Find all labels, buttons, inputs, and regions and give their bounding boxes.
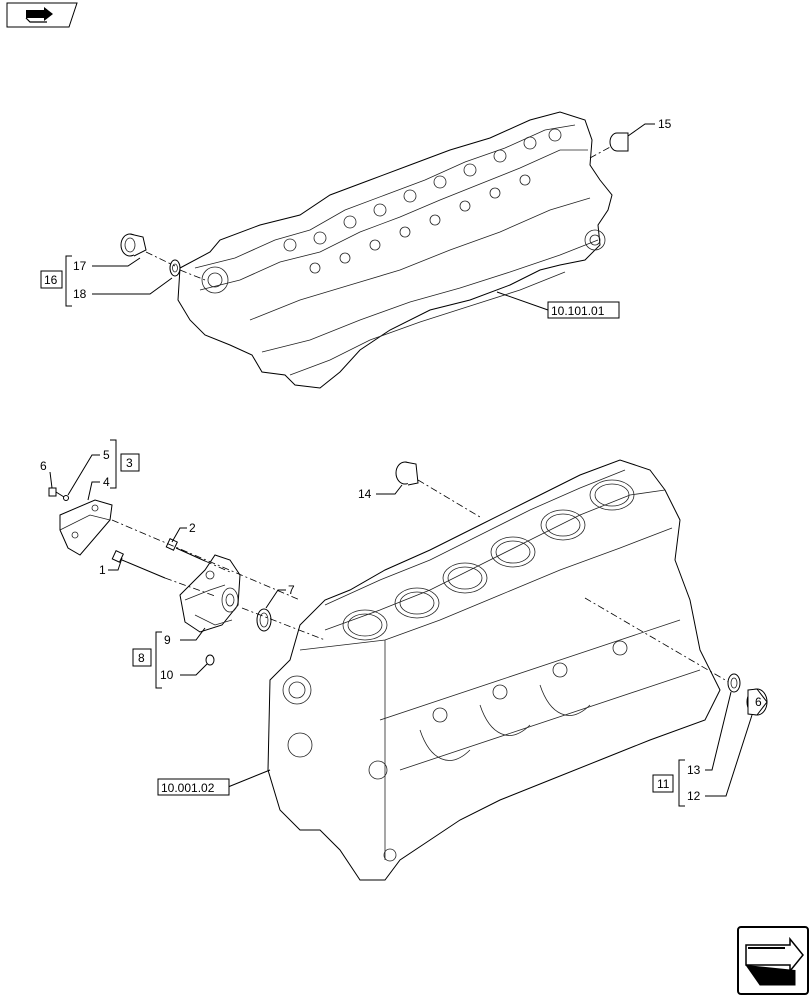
- callout-9: 9: [164, 633, 171, 647]
- cylinder-head-drawing: [177, 111, 613, 389]
- plug-14: [395, 461, 419, 486]
- bolt-6: [48, 487, 65, 498]
- group-box-11: [652, 774, 674, 793]
- group-3[interactable]: 3: [126, 456, 133, 470]
- callout-14: 14: [358, 487, 372, 501]
- group-16[interactable]: 16: [44, 273, 58, 287]
- callout-6: 6: [40, 459, 47, 473]
- callout-7: 7: [288, 583, 295, 597]
- bolt-1: [111, 550, 166, 579]
- callout-12: 12: [687, 789, 701, 803]
- washer-13: [727, 673, 741, 693]
- callout-15: 15: [658, 117, 672, 131]
- callout-5: 5: [103, 448, 110, 462]
- sensor-assembly-9: [179, 554, 241, 633]
- callout-4: 4: [103, 475, 110, 489]
- washer-5: [63, 495, 69, 501]
- bolt-2: [165, 538, 206, 562]
- engine-block-drawing: [267, 459, 721, 881]
- group-box-3: [120, 453, 140, 472]
- o-ring-7: [256, 608, 272, 632]
- callout-18: 18: [73, 287, 87, 301]
- part-label-6: 6: [755, 695, 762, 709]
- next-page-arrow-icon[interactable]: [737, 926, 809, 995]
- callout-17: 17: [73, 259, 87, 273]
- plug-12: [746, 688, 768, 716]
- callout-10: 10: [160, 668, 174, 682]
- callout-13: 13: [687, 763, 701, 777]
- bracket-4: [59, 499, 113, 556]
- plug-15: [609, 132, 629, 152]
- plug-10: [205, 654, 215, 666]
- ref-box-engine-block: [157, 778, 230, 796]
- ref-box-cylinder-head: [547, 301, 620, 319]
- group-8[interactable]: 8: [138, 651, 145, 665]
- book-arrow-icon[interactable]: [6, 2, 78, 28]
- plug-17: [120, 233, 147, 257]
- group-box-16: [40, 270, 63, 289]
- callout-2: 2: [189, 521, 196, 535]
- washer-18: [169, 259, 181, 277]
- ref-engine-block[interactable]: 10.001.02: [161, 781, 215, 795]
- callout-1: 1: [99, 563, 106, 577]
- ref-cylinder-head[interactable]: 10.101.01: [551, 304, 605, 318]
- group-11[interactable]: 11: [657, 777, 670, 791]
- group-box-8: [132, 648, 152, 667]
